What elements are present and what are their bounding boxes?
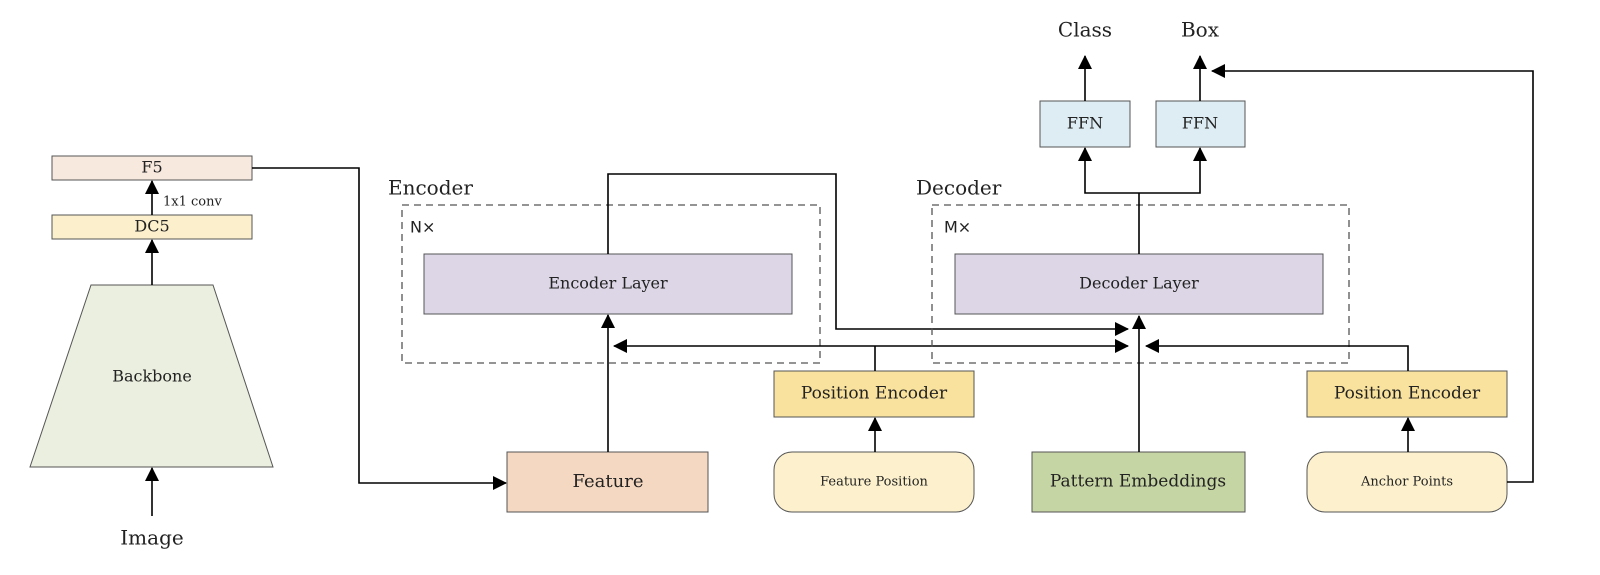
decoder-block (931, 204, 1350, 364)
anchor-points-label: Anchor Points (1360, 475, 1453, 490)
dc5-label: DC5 (134, 217, 169, 236)
encoder-title: Encoder (388, 176, 473, 200)
dc5-box (51, 214, 253, 240)
feature-box (506, 451, 709, 513)
arrow-decoder-ffn-box (1139, 147, 1207, 194)
arrow-anchor-box (1211, 64, 1534, 483)
position-encoder-2-label: Position Encoder (1334, 384, 1481, 404)
f5-label: F5 (141, 158, 162, 177)
box-output-label: Box (1181, 18, 1220, 42)
arrow-encoder-decoder (607, 173, 1129, 336)
class-output-label: Class (1058, 18, 1112, 42)
arrow-decoder-ffn-class (1078, 147, 1139, 194)
feature-position-label: Feature Position (820, 475, 928, 490)
decoder-layer-label: Decoder Layer (1079, 274, 1199, 293)
backbone-label: Backbone (112, 367, 192, 386)
ffn-class-box (1039, 100, 1131, 148)
feature-label: Feature (573, 471, 644, 492)
conv-label: 1x1 conv (163, 195, 222, 210)
position-encoder-2-box (1306, 370, 1508, 418)
image-label: Image (120, 526, 183, 550)
ffn-box-box (1155, 100, 1246, 148)
arrow-f5-feature (252, 167, 507, 490)
f5-box (51, 155, 253, 181)
pattern-embeddings-box (1031, 451, 1246, 513)
backbone-trapezoid (29, 284, 274, 468)
ffn-class-label: FFN (1067, 114, 1103, 133)
ffn-box-label: FFN (1182, 114, 1218, 133)
encoder-layer-box (423, 253, 793, 315)
position-encoder-1-label: Position Encoder (801, 384, 948, 404)
encoder-repeat: N× (410, 218, 435, 237)
encoder-layer-label: Encoder Layer (548, 274, 668, 293)
decoder-repeat: M× (944, 218, 971, 237)
decoder-layer-box (954, 253, 1324, 315)
pattern-embeddings-label: Pattern Embeddings (1050, 472, 1226, 492)
encoder-block (401, 204, 821, 364)
feature-position-box (773, 451, 975, 513)
arrow-posenc2-decoder (1145, 339, 1409, 371)
decoder-title: Decoder (916, 176, 1002, 200)
